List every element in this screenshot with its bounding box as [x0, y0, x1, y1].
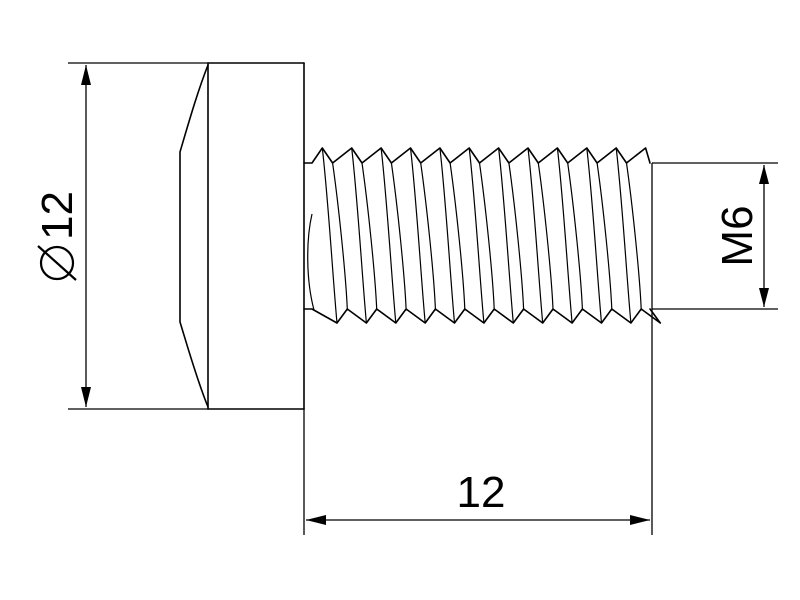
extension-lines: [68, 62, 778, 535]
length-value: 12: [457, 468, 506, 517]
dimension-thread-size: M6: [713, 165, 769, 307]
arrowhead-up: [759, 165, 769, 184]
thread-crest-line: [321, 147, 338, 324]
thread-size-label: M6: [713, 205, 762, 266]
screw-shank: [303, 147, 662, 324]
thread-root-line: [449, 162, 466, 310]
dimension-head-diameter: 12: [33, 65, 91, 407]
arrowhead-down: [81, 387, 91, 407]
thread-root-line: [420, 162, 436, 310]
thread-crest-line: [380, 147, 397, 324]
thread-start-curve: [307, 213, 315, 311]
thread-crest-line: [468, 147, 485, 324]
thread-root-line: [508, 162, 525, 310]
thread-crest-line: [439, 147, 456, 324]
head-dome-curve: [179, 64, 209, 408]
thread-crest-line: [615, 147, 632, 324]
thread-root-line: [625, 162, 642, 310]
diameter-symbol-slash: [37, 245, 77, 281]
thread-top-profile: [303, 147, 651, 164]
thread-crest-line: [409, 147, 426, 324]
thread-crest-line: [498, 147, 514, 324]
arrowhead-down: [759, 288, 769, 307]
thread-helix-lines: [321, 147, 642, 324]
thread-root-line: [567, 162, 583, 310]
screw-head: [179, 62, 305, 410]
thread-root-line: [478, 162, 495, 310]
diameter-symbol-icon: [39, 245, 75, 281]
dimension-length: 12: [306, 468, 650, 525]
thread-root-line: [537, 162, 554, 310]
thread-root-line: [596, 162, 613, 310]
head-diameter-value: 12: [33, 191, 82, 240]
thread-root-line: [390, 162, 407, 310]
arrowhead-right: [630, 515, 650, 525]
thread-root-line: [332, 162, 348, 310]
thread-crest-line: [586, 147, 603, 324]
thread-crest-line: [351, 147, 367, 324]
thread-crest-line: [527, 147, 544, 324]
arrowhead-up: [81, 65, 91, 85]
arrowhead-left: [306, 515, 326, 525]
thread-root-line: [361, 162, 378, 310]
thread-crest-line: [556, 147, 573, 324]
thread-bottom-profile: [303, 308, 662, 324]
